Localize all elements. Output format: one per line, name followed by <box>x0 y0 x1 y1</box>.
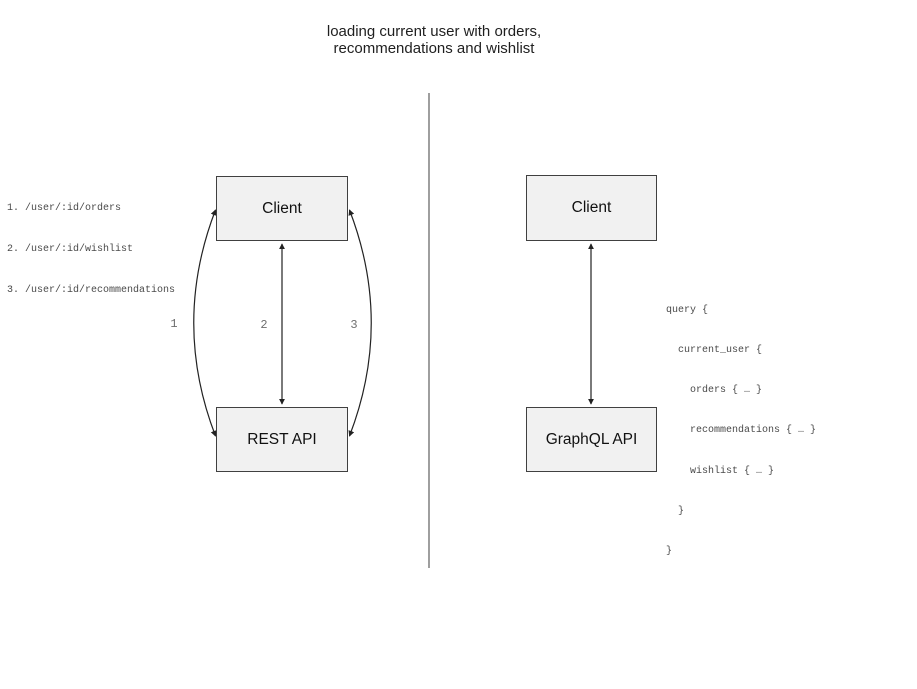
arrow-3-curve <box>348 209 372 437</box>
client-box-right: Client <box>526 175 657 241</box>
query-line: orders { … } <box>666 385 763 397</box>
query-line: recommendations { … } <box>666 425 817 437</box>
query-line: } <box>666 546 673 558</box>
graphql-api-box: GraphQL API <box>526 407 657 472</box>
query-line: query { <box>666 304 709 316</box>
client-box-right-label: Client <box>571 199 612 216</box>
endpoint-item: 1. /user/:id/orders <box>7 202 122 214</box>
diagram-title-line2: recommendations and wishlist <box>333 40 535 57</box>
endpoint-item: 2. /user/:id/wishlist <box>7 243 134 255</box>
rest-api-box-label: REST API <box>247 430 317 448</box>
diagram-title: loading current user with orders, recomm… <box>0 23 868 57</box>
client-box-left: Client <box>216 176 348 241</box>
rest-api-box: REST API <box>216 407 348 472</box>
arrow-label-1: 1 <box>170 317 178 331</box>
endpoint-item: 3. /user/:id/recommendations <box>7 285 176 297</box>
client-box-left-label: Client <box>262 199 302 217</box>
query-line: wishlist { … } <box>666 465 775 477</box>
graphql-api-box-label: GraphQL API <box>545 430 638 448</box>
rest-endpoints-list: 1. /user/:id/orders 2. /user/:id/wishlis… <box>7 174 175 326</box>
query-line: current_user { <box>666 345 763 357</box>
query-line: } <box>666 505 685 517</box>
arrow-label-2: 2 <box>260 318 268 332</box>
arrow-1-curve <box>193 209 217 437</box>
diagram-title-line1: loading current user with orders, <box>326 23 542 40</box>
arrow-label-3: 3 <box>350 318 358 332</box>
graphql-query-snippet: query { current_user { orders { … } reco… <box>666 277 816 585</box>
